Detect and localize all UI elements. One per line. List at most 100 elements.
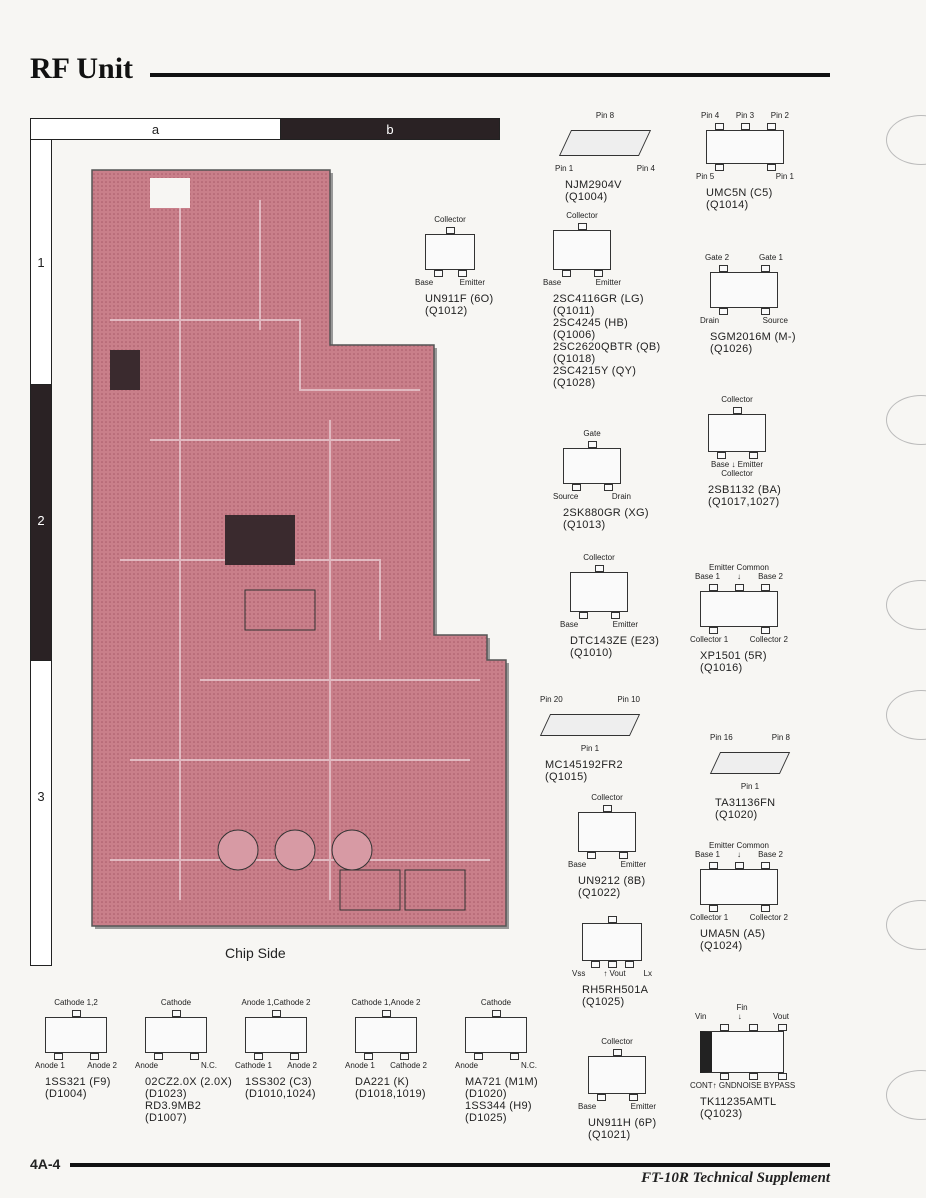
- part-line: (D1007): [145, 1112, 187, 1124]
- part-number: 2SC4116GR (LG)(Q1011)2SC4245 (HB)(Q1006)…: [553, 293, 661, 389]
- pin-label: Collector: [721, 395, 753, 404]
- package-outline: [570, 565, 628, 619]
- part-line: MC145192FR2: [545, 759, 623, 771]
- part-line: (Q1023): [700, 1108, 743, 1120]
- package-outline: [563, 441, 621, 491]
- part-number: 2SB1132 (BA)(Q1017,1027): [708, 484, 781, 508]
- pin-label: Drain: [700, 316, 720, 325]
- pin: [733, 407, 742, 414]
- board-side-label: Chip Side: [225, 945, 286, 961]
- pin-label: Vin: [695, 1012, 707, 1021]
- pin: [767, 164, 776, 171]
- pin-labels-bottom: Pin 1: [535, 744, 645, 753]
- part-line: TA31136FN: [715, 797, 776, 809]
- part-number: XP1501 (5R)(Q1016): [700, 650, 788, 674]
- package-outline: [145, 1010, 207, 1060]
- part-line: (Q1010): [570, 647, 613, 659]
- pin-label: Pin 1: [740, 782, 760, 791]
- pin-label: Cathode: [480, 998, 512, 1007]
- pin: [749, 1073, 758, 1080]
- pin: [272, 1010, 281, 1017]
- grid-column-b: b: [280, 118, 500, 140]
- pin-labels-top: Collector: [565, 553, 633, 562]
- pin: [587, 852, 596, 859]
- pin: [290, 1053, 299, 1060]
- pin-label: Collector: [566, 211, 598, 220]
- package-outline: [558, 130, 652, 156]
- pin: [717, 452, 726, 459]
- pin: [709, 905, 718, 912]
- part-line: (Q1028): [553, 377, 596, 389]
- pin-label: Base 2: [758, 850, 783, 859]
- pin-label: NOISE BYPASS: [736, 1081, 796, 1090]
- document-title: FT-10R Technical Supplement: [641, 1170, 830, 1186]
- part-number: MC145192FR2(Q1015): [545, 759, 645, 783]
- pin: [446, 227, 455, 234]
- pin-label: Collector: [583, 553, 615, 562]
- package-outline: [45, 1010, 107, 1060]
- pin-label: CONT: [690, 1081, 713, 1090]
- package-outline: [700, 862, 778, 912]
- pin-label: N.C.: [201, 1061, 217, 1070]
- part-line: 2SC4116GR (LG): [553, 293, 644, 305]
- pin: [761, 308, 770, 315]
- package-outline: [700, 584, 778, 634]
- pin-label: Cathode 1,Anode 2: [351, 998, 421, 1007]
- pin: [749, 452, 758, 459]
- pin-label: ↓: [737, 1012, 742, 1021]
- part-line: RH5RH501A: [582, 984, 649, 996]
- pin: [579, 612, 588, 619]
- part-line: 2SK880GR (XG): [563, 507, 649, 519]
- package-outline: [582, 916, 642, 968]
- pin-label: Cathode 1: [235, 1061, 272, 1070]
- part-line: (Q1012): [425, 305, 468, 317]
- pin-label: Cathode 2: [390, 1061, 427, 1070]
- pin: [778, 1073, 787, 1080]
- pin-label-top-common: Emitter Common: [708, 841, 769, 850]
- pin-label: Drain: [611, 492, 631, 501]
- part-line: (Q1011): [553, 305, 595, 317]
- pin-labels-top: Collector: [583, 1037, 651, 1046]
- pin: [761, 627, 770, 634]
- pin-label: Base: [578, 1102, 597, 1111]
- pin-label: Base 1: [695, 572, 720, 581]
- part-line: (Q1021): [588, 1129, 631, 1141]
- pin-label: Emitter: [595, 278, 621, 287]
- pin-label: Vss: [572, 969, 586, 978]
- package-outline: [578, 805, 636, 859]
- package-outline: [355, 1010, 417, 1060]
- pin: [613, 1049, 622, 1056]
- part-line: (Q1006): [553, 329, 596, 341]
- pin: [172, 1010, 181, 1017]
- part-line: 1SS344 (H9): [465, 1100, 532, 1112]
- pin-label: Base 1: [695, 850, 720, 859]
- pin-label: Collector: [601, 1037, 633, 1046]
- pin-label: Base: [560, 620, 579, 629]
- pin-label: Gate 2: [705, 253, 730, 262]
- pin-labels-top: Cathode: [140, 998, 212, 1007]
- grid-row-3: 3: [30, 660, 52, 966]
- part-line: DTC143ZE (E23): [570, 635, 660, 647]
- part-line: 1SS321 (F9): [45, 1076, 111, 1088]
- pin: [611, 612, 620, 619]
- pin-label: Pin 1: [775, 172, 794, 181]
- pin-label: Collector: [591, 793, 623, 802]
- pin-label: Cathode 1,2: [54, 998, 98, 1007]
- pin-labels-top: Collector: [703, 395, 771, 404]
- pin-label: Collector 1: [690, 913, 729, 922]
- part-line: NJM2904V: [565, 179, 622, 191]
- pin-label: Base: [568, 860, 587, 869]
- pin: [597, 1094, 606, 1101]
- pin: [608, 916, 617, 923]
- pin-label: Source: [553, 492, 579, 501]
- pin-labels-bottom: Source Drain: [553, 492, 631, 501]
- pin: [54, 1053, 63, 1060]
